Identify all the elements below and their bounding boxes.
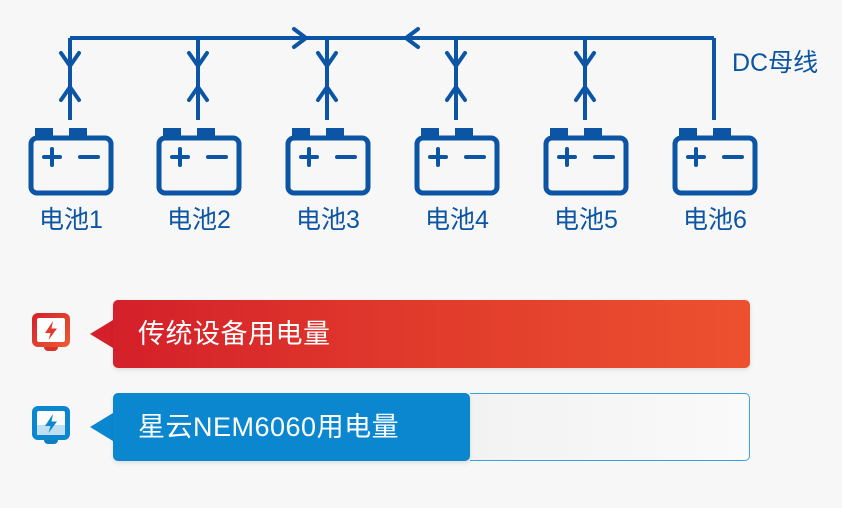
branch-arrow-up-5-icon [574,85,596,102]
battery-terminal-negative [584,128,602,137]
battery-label-2: 电池2 [167,206,231,234]
battery-label-6: 电池6 [683,206,747,234]
branch-arrow-down-5-icon [574,51,596,68]
battery-group-2 [156,128,242,196]
battery-body [672,135,758,196]
battery-body [28,135,114,196]
battery-body [414,135,500,196]
battery-label-4: 电池4 [425,206,489,234]
battery-group-5 [543,128,629,196]
branch-arrow-up-1-icon [59,85,81,102]
battery-terminal-positive [679,128,697,137]
bar-pointer-blue [90,413,113,441]
branch-arrow-down-2-icon [187,51,209,68]
bar-pointer-red [90,320,113,348]
branch-arrow-up-4-icon [445,85,467,102]
branch-arrow-down-4-icon [445,51,467,68]
battery-group-4 [414,128,500,196]
bus-arrow-right-icon [292,27,308,49]
battery-terminal-negative [197,128,215,137]
dc-bus-schematic [28,27,758,196]
battery-body [156,135,242,196]
battery-group-1 [28,128,114,196]
lightning-device-icon-blue [32,406,70,444]
comparison-row-traditional: 传统设备用电量 [0,300,842,390]
battery-terminal-negative [326,128,344,137]
battery-terminal-positive [163,128,181,137]
branch-arrow-down-1-icon [59,51,81,68]
traditional-bar-fill: 传统设备用电量 [113,300,750,368]
battery-terminal-negative [69,128,87,137]
nem6060-bar-fill: 星云NEM6060用电量 [113,393,470,461]
traditional-bar-label: 传统设备用电量 [138,318,331,349]
dc-bus-label: DC母线 [732,49,819,77]
branch-arrow-up-3-icon [316,85,338,102]
battery-body [285,135,371,196]
battery-terminal-positive [35,128,53,137]
branch-arrow-up-2-icon [187,85,209,102]
battery-terminal-positive [421,128,439,137]
battery-terminal-positive [550,128,568,137]
battery-label-5: 电池5 [554,206,618,234]
bus-arrow-left-icon [404,27,420,49]
battery-body [543,135,629,196]
branch-arrow-down-3-icon [316,51,338,68]
battery-terminal-negative [455,128,473,137]
battery-terminal-negative [713,128,731,137]
battery-label-1: 电池1 [39,206,103,234]
battery-group-6 [672,128,758,196]
lightning-device-icon-red [32,313,70,351]
nem6060-bar-remainder [470,393,750,461]
battery-terminal-positive [292,128,310,137]
battery-label-3: 电池3 [296,206,360,234]
battery-group-3 [285,128,371,196]
comparison-row-nem6060: 星云NEM6060用电量 [0,393,842,483]
nem6060-bar-label: 星云NEM6060用电量 [138,411,400,442]
